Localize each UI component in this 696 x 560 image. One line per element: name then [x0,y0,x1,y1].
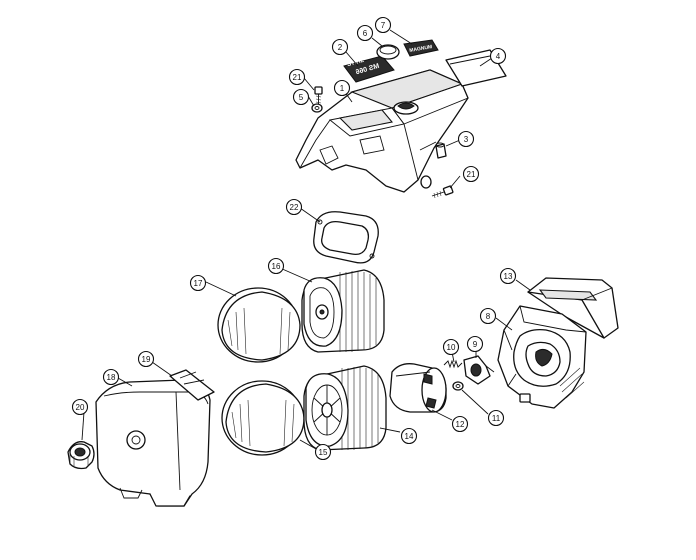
callout-number: 21 [467,170,476,179]
filter-band-lower [221,380,305,456]
sleeve [435,142,447,159]
callout-circle [356,24,374,42]
callout-circle [374,16,392,34]
callout-number: 20 [76,403,85,412]
callout-magnum-decal: 7 [374,16,392,34]
callout-number: 4 [496,52,501,61]
filter-cover-rear [527,277,619,339]
callout-circle [479,307,497,325]
callout-twist-lock-nut: 20 [71,398,89,416]
callout-number: 1 [340,84,345,93]
callout-filter-band-lower: 15 [314,443,332,461]
callout-circle [400,427,418,445]
callout-circle [333,79,351,97]
callout-circle [499,267,517,285]
callout-circle [292,88,310,106]
callout-circle [285,198,303,216]
callout-number: 22 [290,203,299,212]
gasket [313,211,379,264]
twist-lock-nut [67,441,95,470]
decal-small-text: MAGNUM [409,44,433,54]
callout-circle [189,274,207,292]
callout-number: 6 [363,29,368,38]
callout-circle [102,368,120,386]
callout-circle [71,398,89,416]
callout-circle [466,335,484,353]
callout-label-plate: 4 [489,47,507,65]
cover-label [169,369,215,401]
callout-circle [331,38,349,56]
callout-prefilter-housing: 12 [451,415,469,433]
callout-gasket: 22 [285,198,303,216]
callout-plug: 6 [356,24,374,42]
callout-air-filter-round: 14 [400,427,418,445]
air-filter-round [303,365,387,451]
callout-number: 7 [381,21,386,30]
callout-base-plate: 8 [479,307,497,325]
callout-number: 11 [492,414,501,423]
callout-washer: 5 [292,88,310,106]
callout-spring: 10 [442,338,460,356]
callout-circle [457,130,475,148]
base-plate [497,305,587,409]
plug [376,44,400,60]
callout-circle [267,257,285,275]
shroud [295,69,469,193]
callout-circle [451,415,469,433]
callout-number: 2 [338,43,343,52]
callout-number: 5 [299,93,304,102]
callout-choke-lever: 9 [466,335,484,353]
callout-filter-cover: 18 [102,368,120,386]
callout-circle [314,443,332,461]
callout-circle [137,350,155,368]
washer-small [452,381,464,391]
choke-lever [463,355,495,385]
callout-number: 17 [194,279,203,288]
screw-top [314,86,323,104]
callout-air-filter-hd: 16 [267,257,285,275]
callout-number: 9 [473,340,478,349]
filter-band-upper [217,287,301,363]
callout-screw-right: 21 [462,165,480,183]
callout-filter-cover-rear: 13 [499,267,517,285]
callout-number: 3 [464,135,469,144]
callout-number: 10 [447,343,456,352]
spring [443,359,463,369]
callout-screw-top: 21 [288,68,306,86]
callout-circle [462,165,480,183]
filter-cover [95,379,211,507]
screw-right [431,185,454,199]
air-filter-hd [301,269,385,353]
callout-shroud: 1 [333,79,351,97]
washer [311,103,323,113]
prefilter-housing [389,363,447,413]
callout-washer-small: 11 [487,409,505,427]
callout-number: 21 [293,73,302,82]
callout-number: 12 [456,420,465,429]
callout-circle [489,47,507,65]
leader-lines [81,29,531,450]
callout-circle [442,338,460,356]
callout-number: 19 [142,355,151,364]
callout-filter-band-upper: 17 [189,274,207,292]
callout-cover-label: 19 [137,350,155,368]
callout-number: 8 [486,312,491,321]
callout-sleeve: 3 [457,130,475,148]
model-decal: MS 066 STIHL [343,55,395,83]
magnum-decal: MAGNUM [403,39,439,57]
callout-number: 13 [504,272,513,281]
callout-number: 14 [405,432,414,441]
callout-circle [288,68,306,86]
callout-number: 16 [272,262,281,271]
callout-model-decal: 2 [331,38,349,56]
callout-number: 18 [107,373,116,382]
callout-circle [487,409,505,427]
callout-number: 15 [319,448,328,457]
